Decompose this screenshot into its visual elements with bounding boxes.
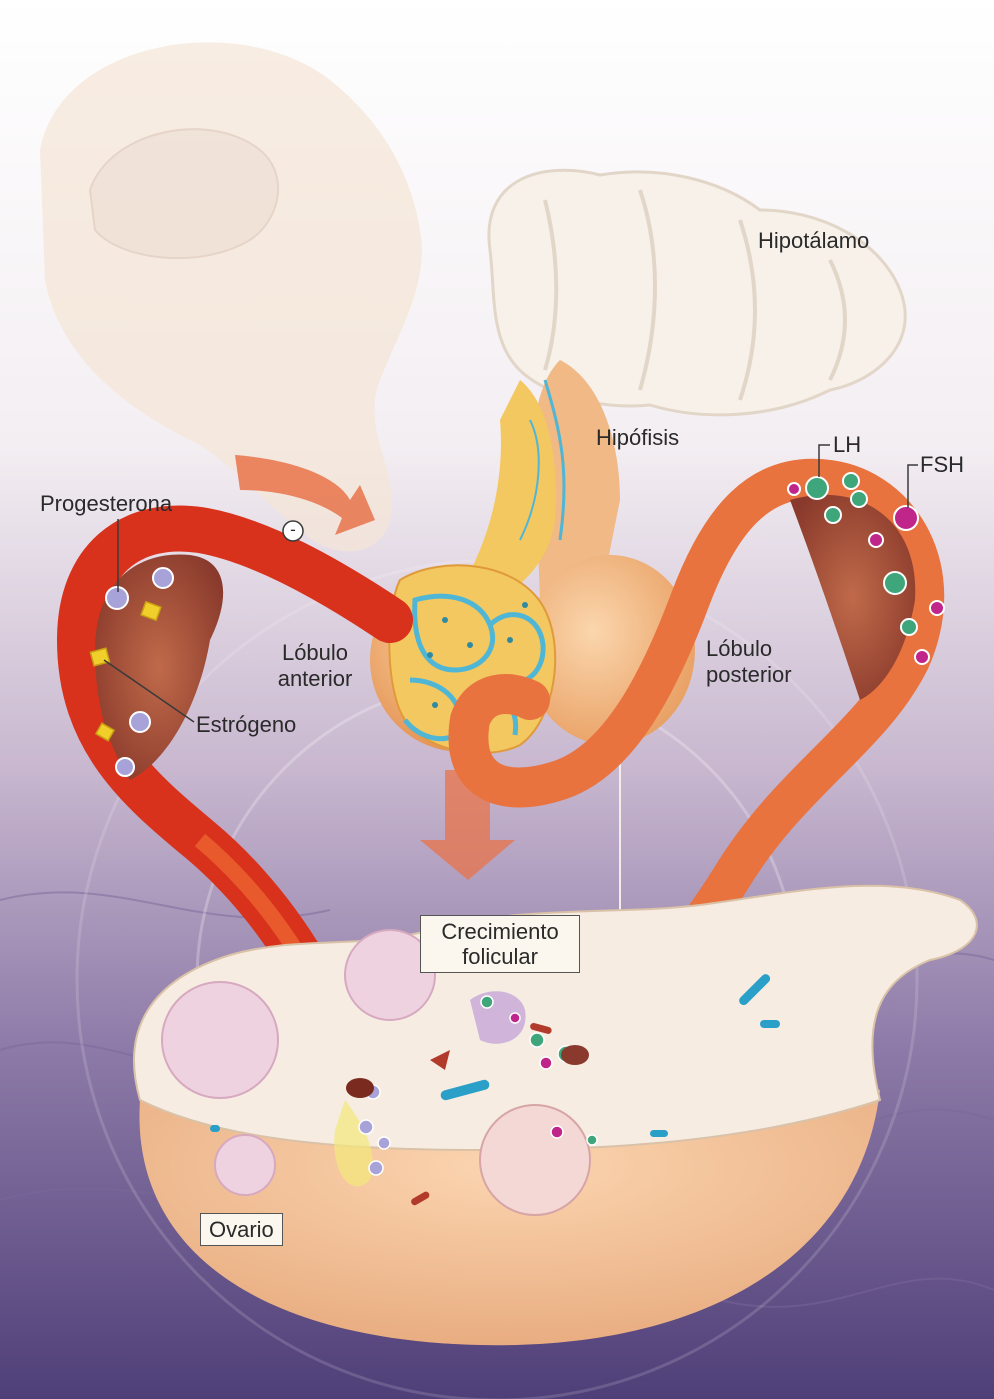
label-lh: LH (833, 432, 861, 458)
label-estrogen: Estrógeno (196, 712, 296, 738)
oocyte (480, 1105, 590, 1215)
label-fsh: FSH (920, 452, 964, 478)
label-pituitary: Hipófisis (596, 425, 679, 451)
label-hypothalamus: Hipotálamo (758, 228, 869, 254)
follicle (162, 982, 278, 1098)
follicle (215, 1135, 275, 1195)
label-anterior-lobe: Lóbulo anterior (272, 640, 358, 692)
label-progesterone: Progesterona (40, 491, 172, 517)
label-ovary: Ovario (200, 1213, 283, 1246)
label-follicular-growth: Crecimiento folicular (420, 915, 580, 973)
negative-feedback-sign: - (284, 519, 302, 541)
label-posterior-lobe: Lóbulo posterior (706, 636, 792, 688)
